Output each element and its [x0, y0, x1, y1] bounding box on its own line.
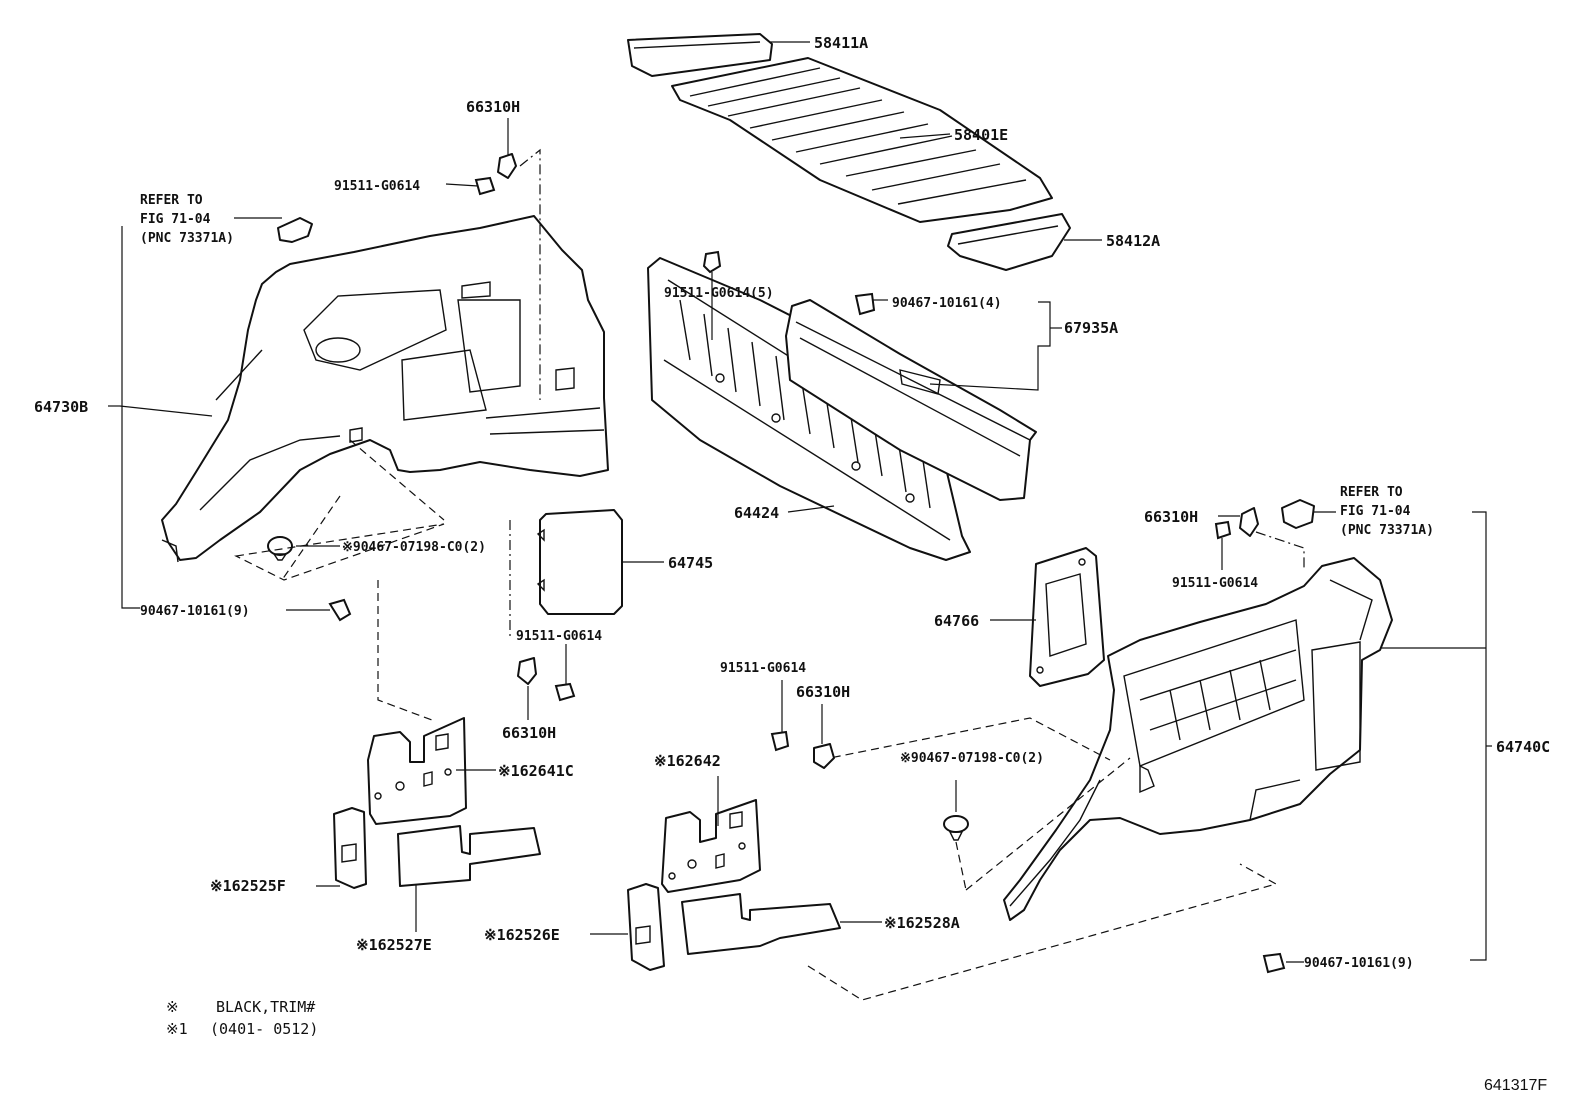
panel-162641c — [367, 717, 467, 825]
label-90467-07198-right: ※90467-07198-C0(2) — [900, 751, 1044, 766]
cover-64766 — [1029, 547, 1105, 687]
label-refer-left-2: FIG 71-04 — [140, 212, 211, 227]
deck-board-right-58412a — [947, 213, 1071, 271]
label-refer-left-1: REFER TO — [140, 193, 203, 208]
panel-162526e — [627, 883, 665, 971]
hook-66310h-center — [517, 657, 537, 685]
scuff-plate-67935a — [785, 299, 1037, 501]
legend-mark-1: ※ — [166, 998, 179, 1016]
bolt-91511-mid — [770, 730, 790, 752]
hook-66310h-mid — [813, 743, 835, 769]
label-58412a: 58412A — [1106, 232, 1160, 250]
label-91511-top: 91511-G0614 — [334, 179, 420, 194]
label-64424: 64424 — [734, 504, 779, 522]
legend-mark-2: ※1 — [166, 1020, 188, 1038]
label-64730b: 64730B — [34, 398, 88, 416]
hook-66310h-top — [497, 153, 517, 179]
deck-board-left-58411a — [627, 33, 773, 77]
clip-90467-07198-left — [267, 536, 293, 561]
label-refer-left-3: (PNC 73371A) — [140, 231, 234, 246]
label-90467-9-right: 90467-10161(9) — [1304, 956, 1414, 971]
legend-text-1: BLACK,TRIM# — [216, 998, 315, 1016]
label-162642: ※162642 — [654, 752, 721, 770]
cover-64745 — [536, 509, 623, 615]
label-64745: 64745 — [668, 554, 713, 572]
bolt-91511-top — [474, 176, 496, 196]
bolt-91511-right — [1214, 520, 1232, 540]
label-91511-right: 91511-G0614 — [1172, 576, 1258, 591]
screw-90467-10161-4 — [854, 292, 876, 316]
label-66310h-midleft: 66310H — [502, 724, 556, 742]
label-66310h-mid: 66310H — [796, 683, 850, 701]
figure-code: 641317F — [1484, 1077, 1547, 1094]
screw-90467-10161-right — [1262, 952, 1286, 974]
label-58411a: 58411A — [814, 34, 868, 52]
clip-90467-07198-right — [943, 815, 969, 841]
panel-162527e — [397, 825, 541, 887]
clip-left-73371a — [277, 217, 313, 243]
label-90467-07198-left: ※90467-07198-C0(2) — [342, 540, 486, 555]
label-91511-5: 91511-G0614(5) — [664, 286, 774, 301]
label-162526e: ※162526E — [484, 926, 560, 944]
deck-board-main-58401e — [671, 57, 1053, 223]
screw-90467-10161-left — [328, 598, 352, 622]
panel-162528a — [681, 893, 841, 955]
label-refer-right-1: REFER TO — [1340, 485, 1403, 500]
label-66310h-top: 66310H — [466, 98, 520, 116]
label-90467-9-left: 90467-10161(9) — [140, 604, 250, 619]
label-162527e: ※162527E — [356, 936, 432, 954]
label-67935a: 67935A — [1064, 319, 1118, 337]
label-91511-mid2: 91511-G0614 — [720, 661, 806, 676]
label-66310h-right: 66310H — [1144, 508, 1198, 526]
label-64766: 64766 — [934, 612, 979, 630]
bolt-91511-center — [554, 682, 576, 702]
label-refer-right-2: FIG 71-04 — [1340, 504, 1411, 519]
label-91511-mid: 91511-G0614 — [516, 629, 602, 644]
legend-text-2: (0401- 0512) — [210, 1020, 318, 1038]
quarter-trim-left-64730b — [161, 215, 609, 563]
panel-162525f — [333, 807, 367, 889]
label-162641c: ※162641C — [498, 762, 574, 780]
label-162525f: ※162525F — [210, 877, 286, 895]
label-162528a: ※162528A — [884, 914, 960, 932]
label-64740c: 64740C — [1496, 738, 1550, 756]
label-90467-4: 90467-10161(4) — [892, 296, 1002, 311]
clip-right-73371a — [1281, 499, 1315, 529]
panel-162642 — [661, 799, 761, 893]
bolt-91511-5 — [702, 250, 722, 274]
quarter-trim-right-64740c — [1003, 557, 1393, 921]
label-58401e: 58401E — [954, 126, 1008, 144]
hook-66310h-right — [1239, 507, 1259, 537]
label-refer-right-3: (PNC 73371A) — [1340, 523, 1434, 538]
